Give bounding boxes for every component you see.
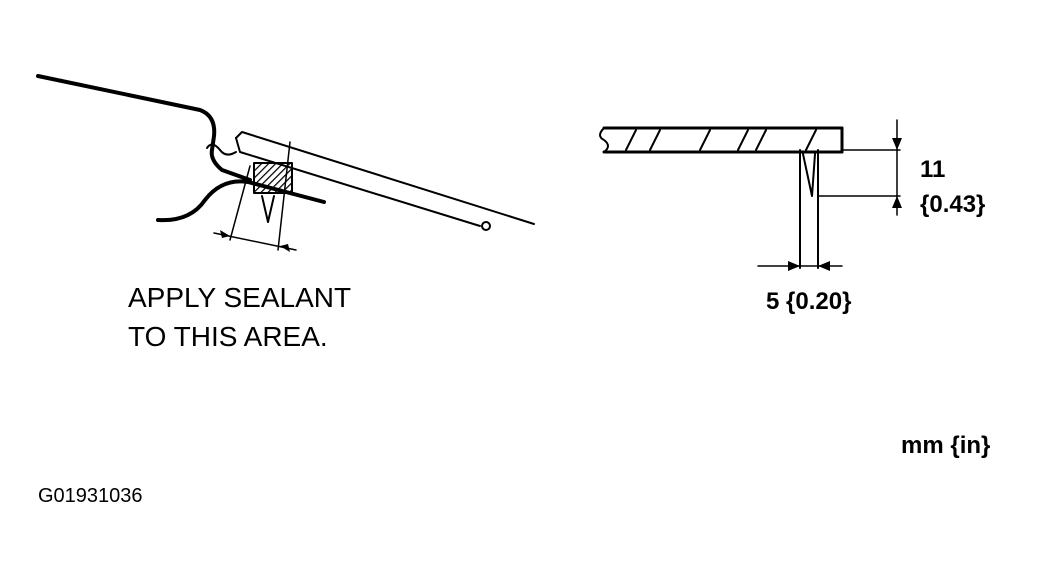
units-label: mm {in} — [901, 432, 991, 459]
sealant-note-line2: TO THIS AREA. — [128, 321, 328, 352]
clip-cross-section — [599, 119, 902, 271]
sealant-side-view — [36, 74, 535, 252]
body-panel — [36, 74, 252, 182]
height-dimension-mm: 11 — [920, 156, 946, 183]
molding-end-hole — [481, 221, 491, 231]
sealant-note-line1: APPLY SEALANT — [128, 282, 352, 313]
figure-code: G01931036 — [38, 485, 143, 507]
panel-hook — [206, 143, 237, 156]
inner-panel — [156, 179, 326, 223]
width-dimension: 5 {0.20} — [766, 288, 852, 315]
clip — [261, 195, 275, 223]
molding — [235, 131, 535, 225]
height-dimension-in: {0.43} — [920, 191, 986, 218]
